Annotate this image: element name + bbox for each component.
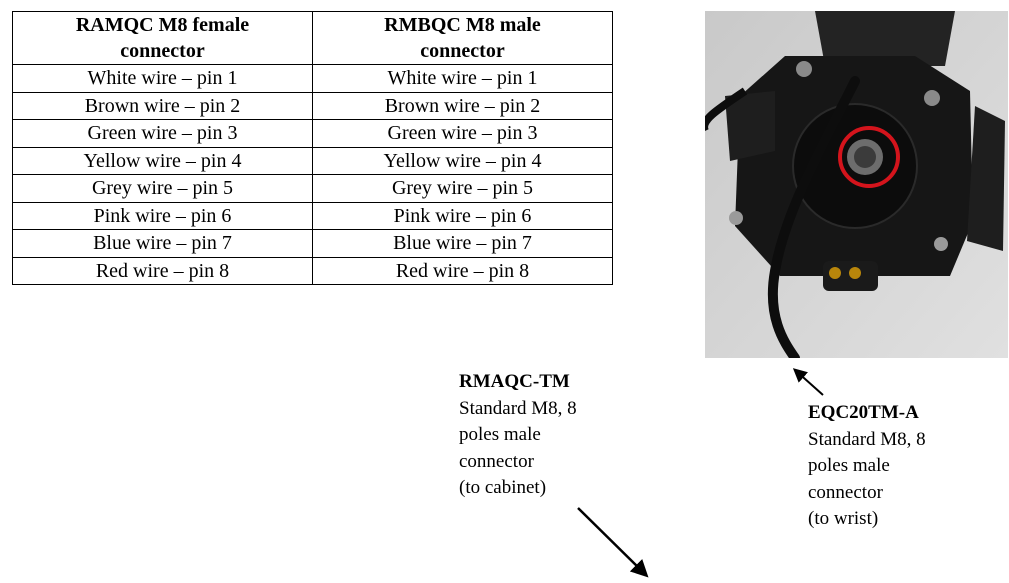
eqc-line: connector — [808, 481, 883, 503]
header-rmbqc: RMBQC M8 male connector — [312, 11, 613, 65]
rmaqc-line: Standard M8, 8 — [459, 397, 577, 419]
pin-mapping-table: RAMQC M8 female connector RMBQC M8 male … — [12, 11, 613, 285]
rmaqc-title: RMAQC-TM — [459, 371, 570, 392]
table-header-row: RAMQC M8 female connector RMBQC M8 male … — [12, 11, 613, 65]
male-pin-cell: Blue wire – pin 7 — [312, 229, 613, 258]
header-ramqc-line2: connector — [120, 40, 205, 62]
female-pin-cell: Red wire – pin 8 — [12, 256, 313, 285]
eqc-line: Standard M8, 8 — [808, 428, 926, 450]
rmaqc-caption: RMAQC-TM Standard M8, 8 poles male conne… — [459, 369, 659, 502]
eqc-line: (to wrist) — [808, 508, 879, 529]
connector-photo — [705, 11, 1008, 358]
header-rmbqc-line1: RMBQC M8 male — [384, 14, 541, 36]
female-pin-cell: Yellow wire – pin 4 — [12, 146, 313, 175]
rmaqc-line: connector — [459, 450, 534, 472]
header-rmbqc-line2: connector — [420, 40, 505, 62]
eqc-line: poles male — [808, 455, 890, 476]
male-pin-cell: Brown wire – pin 2 — [312, 91, 613, 120]
eqc-arrow — [792, 368, 824, 396]
female-pin-cell: Brown wire – pin 2 — [12, 91, 313, 120]
male-pin-cell: Pink wire – pin 6 — [312, 201, 613, 230]
female-pin-cell: Pink wire – pin 6 — [12, 201, 313, 230]
male-pin-cell: White wire – pin 1 — [312, 64, 613, 93]
header-ramqc-line1: RAMQC M8 female — [75, 14, 250, 36]
male-pin-cell: Grey wire – pin 5 — [312, 174, 613, 203]
eqc-caption: EQC20TM-A Standard M8, 8 poles male conn… — [808, 400, 1008, 533]
rmaqc-line: poles male — [459, 424, 541, 445]
rmaqc-arrow — [577, 507, 649, 578]
eqc-title: EQC20TM-A — [808, 402, 919, 423]
male-pin-cell: Red wire – pin 8 — [312, 256, 613, 285]
female-pin-cell: Green wire – pin 3 — [12, 119, 313, 148]
female-pin-cell: White wire – pin 1 — [12, 64, 313, 93]
male-pin-cell: Green wire – pin 3 — [312, 119, 613, 148]
male-pin-cell: Yellow wire – pin 4 — [312, 146, 613, 175]
header-ramqc: RAMQC M8 female connector — [12, 11, 313, 65]
highlight-circle — [838, 126, 900, 188]
female-pin-cell: Grey wire – pin 5 — [12, 174, 313, 203]
rmaqc-line: (to cabinet) — [459, 477, 547, 498]
wrist-connector-illustration — [705, 11, 1008, 358]
